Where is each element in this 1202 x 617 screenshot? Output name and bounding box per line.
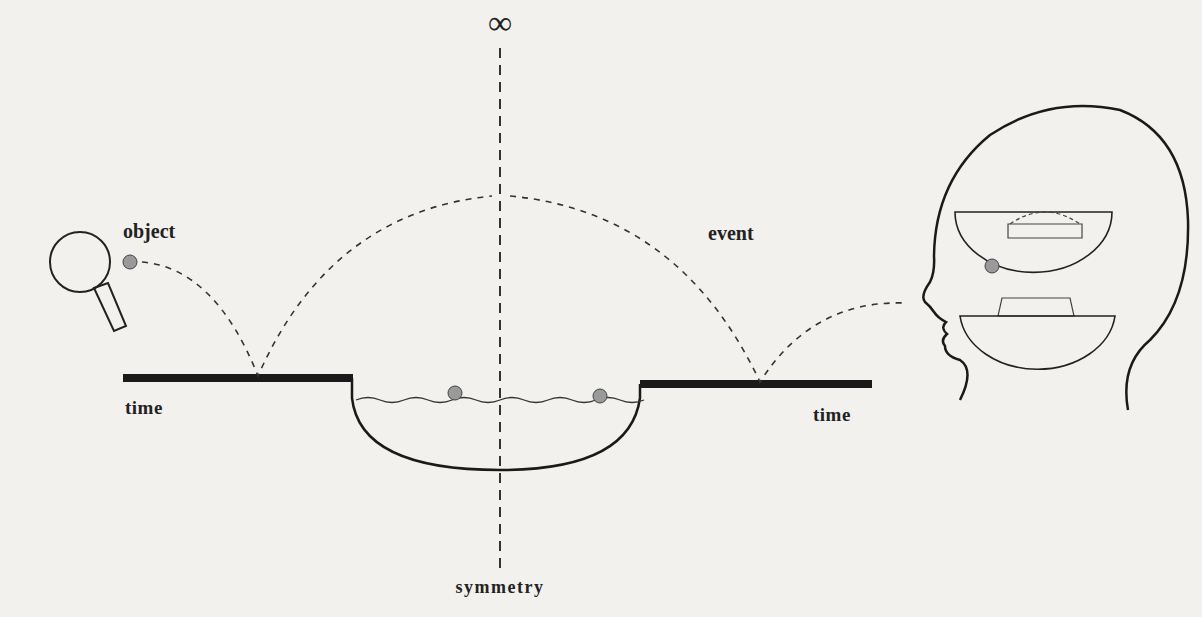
pool-outline <box>352 378 640 470</box>
ball <box>985 259 999 273</box>
magnifier-handle <box>94 283 126 331</box>
object-label: object <box>120 220 178 242</box>
brain-half <box>955 212 1112 272</box>
event-label: event <box>705 222 757 244</box>
trajectory <box>510 196 905 382</box>
infinity-symbol: ∞ <box>485 4 515 41</box>
ball <box>448 386 462 400</box>
time-label: time <box>810 405 854 426</box>
trajectory <box>142 196 492 376</box>
brain-inner <box>1010 212 1080 224</box>
ball <box>593 389 607 403</box>
ball <box>123 255 137 269</box>
time-line <box>640 380 872 388</box>
brain-inner <box>1008 224 1082 238</box>
symmetry-axis <box>499 48 501 572</box>
time-label: time <box>122 398 166 419</box>
magnifier-lens <box>50 232 110 292</box>
brain-half <box>960 316 1115 369</box>
time-line <box>123 374 353 382</box>
head-outline <box>923 106 1188 410</box>
brain-inner <box>998 298 1074 316</box>
symmetry-label: symmetry <box>453 578 548 598</box>
